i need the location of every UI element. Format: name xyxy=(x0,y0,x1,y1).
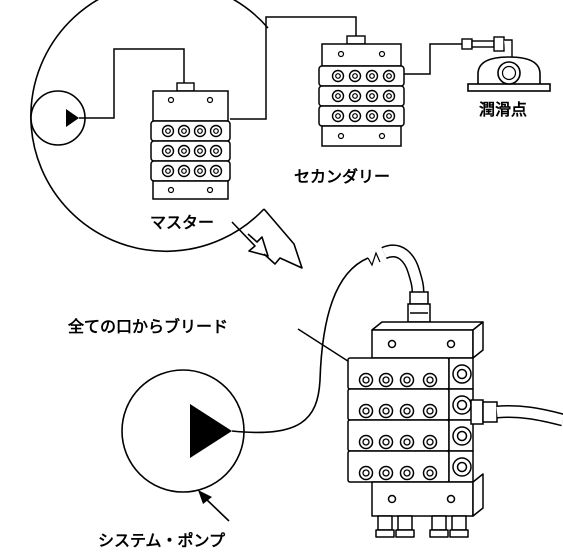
master-label: マスター xyxy=(150,213,215,232)
master-pump-symbol xyxy=(30,90,86,146)
master-feed-line xyxy=(79,48,185,119)
pump-outlet-hose xyxy=(231,257,369,434)
divider-inlet-fitting xyxy=(407,291,431,323)
pump-outlet-hose-end xyxy=(367,251,381,267)
system-pump-symbol xyxy=(121,369,245,493)
system-pump-label: システム・ポンプ xyxy=(98,531,226,550)
pillow-block-bearing xyxy=(467,56,551,92)
main-divider-valve xyxy=(347,321,484,538)
divider-outlet-hose xyxy=(470,399,563,427)
secondary-divider-valve xyxy=(318,35,405,147)
master-to-secondary-line xyxy=(230,16,357,120)
lube-fitting xyxy=(461,36,513,59)
secondary-to-lube-line xyxy=(404,43,462,75)
bleed-all-ports-label: 全ての口からブリード xyxy=(68,317,229,336)
divider-inlet-hose xyxy=(381,244,425,293)
system-pump-pointer xyxy=(198,490,230,522)
master-divider-valve xyxy=(150,82,231,200)
detail-pointer-arrow xyxy=(231,208,303,269)
lube-point-label: 潤滑点 xyxy=(479,100,528,119)
secondary-label: セカンダリー xyxy=(294,167,391,186)
